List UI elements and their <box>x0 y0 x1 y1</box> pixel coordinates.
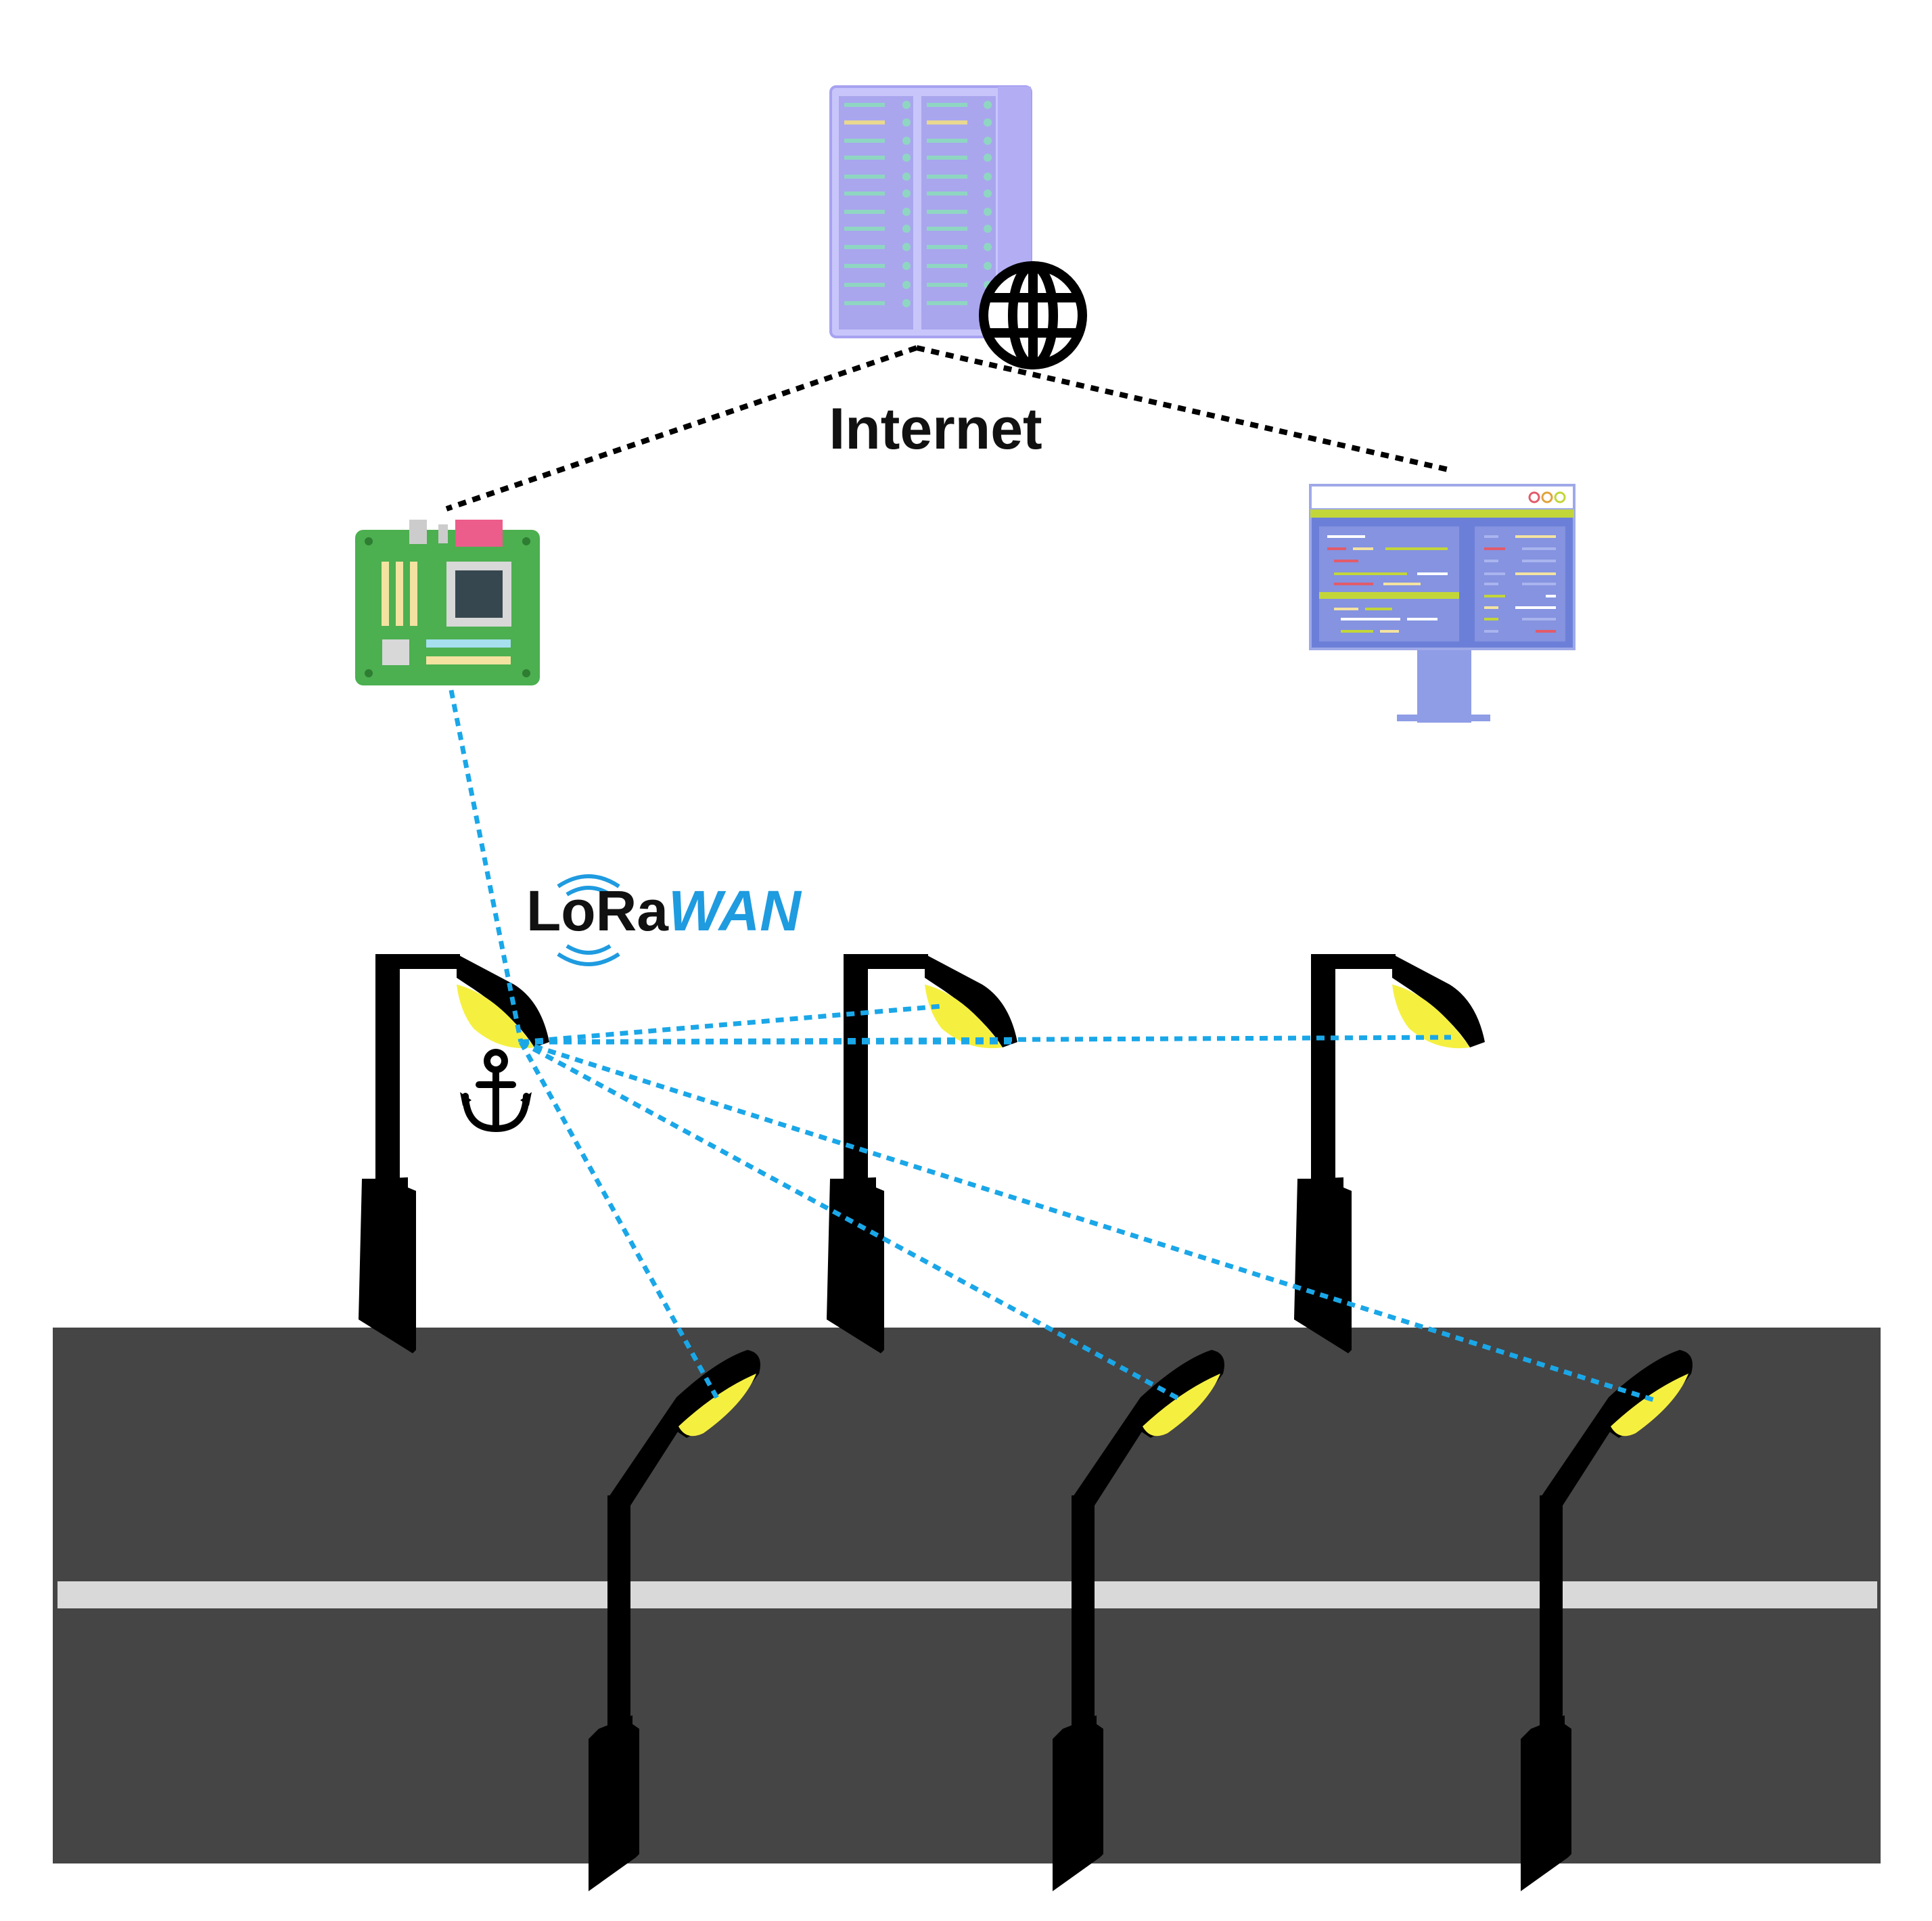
monitor-dashboard-icon <box>1309 484 1576 723</box>
lora-link-lamp-4 <box>518 1041 721 1402</box>
lora-link-lamp-2 <box>520 1003 942 1045</box>
lora-link-lamp-5 <box>520 1039 1184 1403</box>
internet-label: Internet <box>829 397 1042 461</box>
lorawan-text-lora: LoRa <box>526 879 669 943</box>
internet-links <box>445 345 1452 512</box>
lorawan-logo: LoRaWAN <box>526 874 802 966</box>
svg-text:LoRaWAN: LoRaWAN <box>526 879 802 943</box>
lane-marking <box>58 1581 1877 1608</box>
lora-link-gateway <box>448 690 524 1043</box>
globe-icon <box>979 261 1087 369</box>
lora-link-lamp-3 <box>520 1035 1452 1045</box>
lora-links <box>448 690 1657 1403</box>
internet-link-dashboard <box>916 345 1452 473</box>
motherboard-icon <box>355 520 540 685</box>
server-rack-icon <box>829 85 1032 338</box>
anchor-icon <box>460 1049 532 1133</box>
lorawan-text-wan: WAN <box>668 879 802 943</box>
street-lamp-anchor <box>359 954 549 1353</box>
